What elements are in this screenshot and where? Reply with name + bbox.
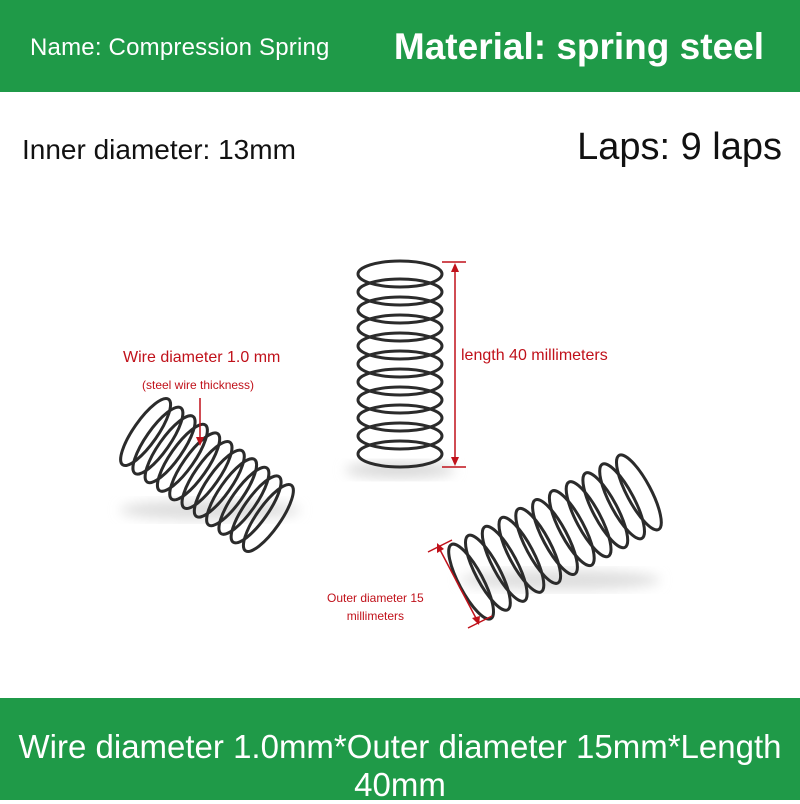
spring-coil (464, 533, 512, 612)
spring-coil (168, 431, 222, 502)
outer-diameter-line2: millimeters (346, 609, 405, 623)
spring-coil (155, 422, 209, 493)
spring-coil (581, 471, 630, 550)
spring-coil (241, 483, 295, 553)
spring-center (356, 259, 444, 469)
bottom-banner: Wire diameter 1.0mm*Outer diameter 15mm*… (0, 698, 800, 803)
spring-coil (192, 448, 246, 519)
outer-diameter-line1: Outer diameter 15 (327, 591, 424, 605)
spring-coil (356, 439, 444, 469)
top-banner: Name: Compression Spring Material: sprin… (0, 0, 800, 92)
spring-coil (205, 457, 259, 528)
spring-coil (480, 524, 529, 603)
spring-coil (356, 349, 444, 379)
spring-left (119, 397, 295, 553)
spring-coil (119, 397, 173, 467)
length-label: length 40 millimeters (461, 347, 608, 364)
outer-diameter-label: Outer diameter 15 millimeters (327, 589, 424, 625)
laps-label: Laps: 9 laps (577, 126, 782, 168)
spring-coil (143, 414, 197, 485)
spring-coil (229, 474, 283, 545)
spring-coil (180, 440, 234, 510)
spring-coil (356, 295, 444, 325)
product-name: Name: Compression Spring (30, 34, 330, 61)
spring-coil (615, 453, 663, 532)
spring-coil (217, 465, 271, 536)
spring-coil (356, 331, 444, 361)
outer-diameter-dimension (427, 539, 493, 629)
material-label: Material: spring steel (393, 26, 764, 67)
wire-thickness-note: (steel wire thickness) (142, 378, 255, 392)
spring-coil (356, 403, 444, 433)
spring-coil (497, 515, 546, 594)
spring-right (447, 453, 663, 621)
wire-diameter-label: Wire diameter 1.0 mm (123, 349, 281, 366)
spring-coil (564, 480, 613, 559)
spring-coil (514, 506, 563, 585)
spring-coil (547, 489, 596, 568)
spring-coil (356, 277, 444, 307)
spring-coil (131, 405, 185, 476)
spring-coil (356, 259, 444, 289)
spring-coil (356, 367, 444, 397)
spring-coil (531, 497, 579, 577)
length-dimension (442, 261, 466, 468)
spring-coil (356, 385, 444, 415)
inner-diameter-label: Inner diameter: 13mm (22, 134, 296, 165)
spring-coil (356, 421, 444, 451)
spring-coil (598, 462, 646, 541)
wire-diameter-arrow (196, 398, 204, 446)
spring-shadow (345, 462, 455, 478)
spec-summary: Wire diameter 1.0mm*Outer diameter 15mm*… (18, 728, 782, 803)
spring-coil (356, 313, 444, 343)
